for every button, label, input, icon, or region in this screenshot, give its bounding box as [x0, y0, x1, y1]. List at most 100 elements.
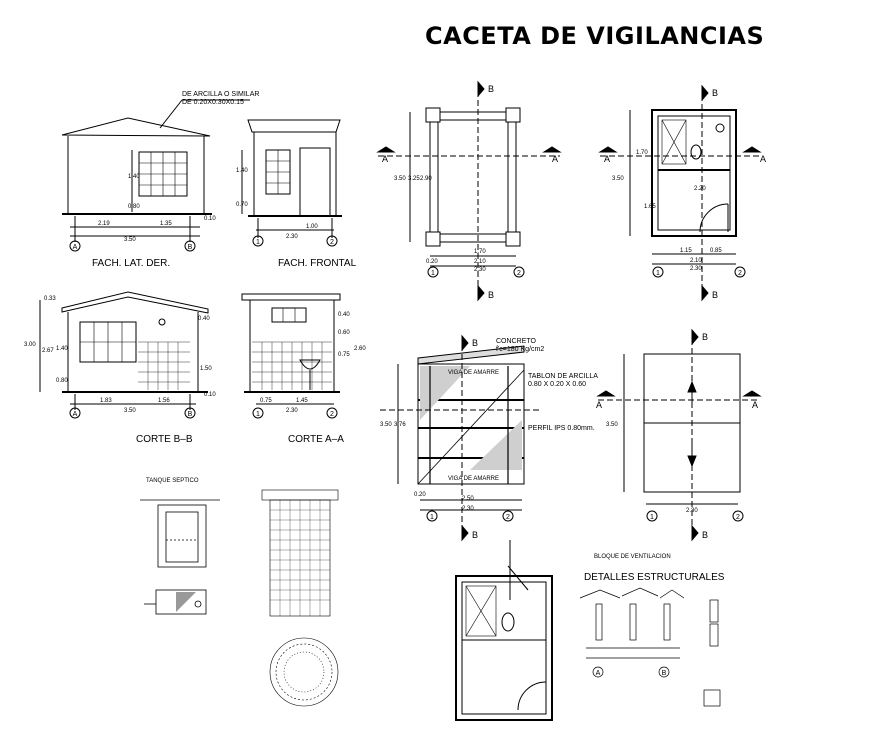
- dim-010-cbb: 0.10: [204, 392, 216, 398]
- tanque-septico: [140, 499, 220, 615]
- dim-290-pe: 2.90: [420, 176, 432, 182]
- axis-2-pt: 2: [736, 514, 740, 521]
- dim-156-cbb: 1.56: [158, 398, 170, 404]
- axis-a-lat: A: [73, 244, 78, 251]
- dim-140-lat: 1.40: [128, 174, 140, 180]
- axis-a-det: A: [596, 670, 601, 677]
- axis-2-front: 2: [330, 239, 334, 246]
- axis-1-pt: 1: [650, 514, 654, 521]
- sec-a-pt-l: A: [596, 400, 602, 410]
- label-detalles: DETALLES ESTRUCTURALES: [584, 572, 725, 583]
- dim-350-lt: 3.50: [380, 422, 392, 428]
- label-corte-bb: CORTE B–B: [136, 434, 193, 445]
- planta-arquitectonica: [600, 86, 760, 300]
- dim-135: 1.35: [160, 221, 172, 227]
- dim-080-lat: 0.80: [128, 204, 140, 210]
- corte-a-a: [241, 293, 341, 419]
- dim-210-pe: 2.10: [474, 259, 486, 265]
- note-arcilla: DE ARCILLA O SIMILAR: [182, 91, 259, 98]
- axis-1-pe: 1: [431, 270, 435, 277]
- dim-070-fr: 0.70: [236, 202, 248, 208]
- axis-2-lt: 2: [506, 514, 510, 521]
- dim-040-caa: 0.40: [338, 312, 350, 318]
- dim-100-fr: 1.00: [306, 224, 318, 230]
- dim-183-cbb: 1.83: [100, 398, 112, 404]
- note-tablon-dim: 0.80 X 0.20 X 0.60: [528, 381, 586, 388]
- dim-140-fr: 1.40: [236, 168, 248, 174]
- dim-220-pa: 2.20: [694, 186, 706, 192]
- sec-a-pt-r: A: [752, 400, 758, 410]
- dim-140-cbb: 1.40: [56, 346, 68, 352]
- sec-b-pe-bot: B: [488, 290, 494, 300]
- dim-260-caa: 2.60: [354, 346, 366, 352]
- sheet-title: CACETA DE VIGILANCIAS: [425, 22, 765, 50]
- planta-estructural: [378, 82, 560, 300]
- dim-230-fr: 2.30: [286, 234, 298, 240]
- axis-2-caa: 2: [330, 411, 334, 418]
- dim-020-lt: 0.20: [414, 492, 426, 498]
- losa-techo: [380, 336, 540, 540]
- sec-b-lt-bot: B: [472, 530, 478, 540]
- dim-350-lat: 3.50: [124, 237, 136, 243]
- dim-085-pa: 0.85: [710, 248, 722, 254]
- axis-2-pa: 2: [738, 270, 742, 277]
- sec-a-pa-l: A: [604, 154, 610, 164]
- dim-376-lt: 3.76: [394, 422, 406, 428]
- axis-2-pe: 2: [517, 270, 521, 277]
- dim-219: 2.19: [98, 221, 110, 227]
- corte-b-b: [39, 291, 209, 419]
- label-corte-aa: CORTE A–A: [288, 434, 344, 445]
- dim-230-lt: 2.30: [462, 506, 474, 512]
- sec-b-pt-bot: B: [702, 530, 708, 540]
- axis-a-cbb: A: [73, 411, 78, 418]
- sec-b-lt-top: B: [472, 338, 478, 348]
- dim-230-caa: 2.30: [286, 408, 298, 414]
- dim-115-pa: 1.15: [680, 248, 692, 254]
- detalles-estructurales: [579, 587, 721, 707]
- label-tanque-septico: TANQUE SEPTICO: [146, 478, 199, 484]
- axis-1-caa: 1: [256, 411, 260, 418]
- sec-a-pe-r: A: [552, 154, 558, 164]
- dim-040-cbb: 0.40: [198, 316, 210, 322]
- sec-b-pe-top: B: [488, 84, 494, 94]
- note-arcilla-dim: DE 0.20X0.30X0.15: [182, 99, 244, 106]
- dim-170-pe: 1.70: [474, 249, 486, 255]
- dim-165-pa: 1.65: [644, 204, 656, 210]
- sec-a-pe-l: A: [382, 154, 388, 164]
- dim-350-pt: 3.50: [606, 422, 618, 428]
- dim-060-caa: 0.60: [338, 330, 350, 336]
- sec-b-pa-bot: B: [712, 290, 718, 300]
- sec-b-pa-top: B: [712, 88, 718, 98]
- dim-230-pe: 2.30: [474, 267, 486, 273]
- dim-350-pe: 3.50: [394, 176, 406, 182]
- note-viga-amarre-top: VIGA DE AMARRE: [448, 370, 499, 376]
- dim-075-caa: 0.75: [338, 352, 350, 358]
- dim-250-lt: 2.50: [462, 496, 474, 502]
- axis-b-det: B: [662, 670, 667, 677]
- label-fach-frontal: FACH. FRONTAL: [278, 258, 357, 269]
- dim-033-cbb: 0.33: [44, 296, 56, 302]
- dim-350-cbb: 3.50: [124, 408, 136, 414]
- dim-300-cbb: 3.00: [24, 342, 36, 348]
- dim-230-pa: 2.30: [690, 266, 702, 272]
- dim-267-cbb: 2.67: [42, 348, 54, 354]
- dim-080-cbb: 0.80: [56, 378, 68, 384]
- note-perfil: PERFIL IPS 0.80mm.: [528, 425, 595, 432]
- label-bloque-ventilacion: BLOQUE DE VENTILACION: [594, 554, 671, 560]
- dim-325-pe: 3.25: [408, 176, 420, 182]
- note-tablon: TABLON DE ARCILLA: [528, 373, 598, 380]
- axis-b-cbb: B: [188, 411, 193, 418]
- note-concreto-res: f'c=180 Kg/cm2: [496, 346, 544, 353]
- dim-350-pa: 3.50: [612, 176, 624, 182]
- note-viga-amarre-bottom: VIGA DE AMARRE: [448, 476, 499, 482]
- section-markers: [376, 80, 762, 542]
- dim-230-pt: 2.30: [686, 508, 698, 514]
- note-concreto: CONCRETO: [496, 338, 536, 345]
- dim-020-pe: 0.20: [426, 259, 438, 265]
- detalle-bano: [455, 540, 553, 721]
- dim-075-caa-b: 0.75: [260, 398, 272, 404]
- axis-1-front: 1: [256, 239, 260, 246]
- sec-b-pt-top: B: [702, 332, 708, 342]
- axis-1-pa: 1: [656, 270, 660, 277]
